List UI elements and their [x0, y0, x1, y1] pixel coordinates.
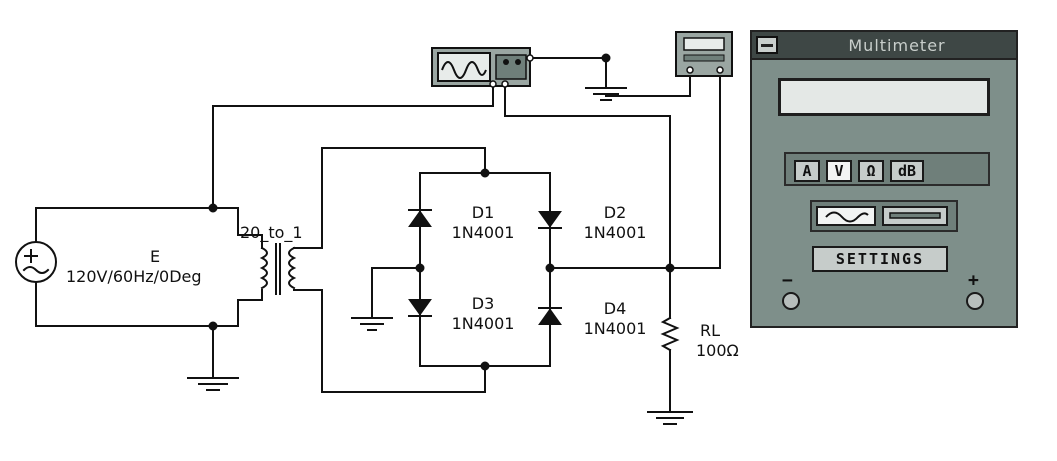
multimeter-icon[interactable] — [675, 31, 733, 77]
transformer-symbol[interactable] — [259, 243, 297, 295]
diode-d4-part: 1N4001 — [583, 319, 647, 338]
sine-wave-icon — [825, 211, 869, 223]
plus-terminal[interactable] — [966, 292, 984, 310]
diode-d2-symbol[interactable] — [538, 211, 562, 229]
settings-button[interactable]: SETTINGS — [812, 246, 948, 272]
wire-scope-a — [212, 83, 494, 209]
diode-d4-symbol[interactable] — [538, 307, 562, 325]
dc-line-icon — [889, 212, 941, 219]
wire-source-top — [35, 207, 214, 243]
ground-symbol-source — [187, 377, 239, 391]
resistor-symbol[interactable] — [660, 316, 680, 352]
diode-d4-ref: D4 — [603, 299, 627, 318]
minus-terminal-label: − — [782, 270, 793, 291]
multimeter-titlebar[interactable]: Multimeter — [752, 32, 1016, 60]
multimeter-title: Multimeter — [848, 36, 946, 55]
resistor-value: 100Ω — [696, 341, 739, 360]
function-volt-button[interactable]: V — [826, 160, 852, 182]
diode-d2-ref: D2 — [603, 203, 627, 222]
function-db-button[interactable]: dB — [890, 160, 924, 182]
ac-source-symbol[interactable] — [15, 241, 57, 283]
diode-d3-symbol[interactable] — [408, 299, 432, 317]
oscilloscope-icon[interactable] — [431, 47, 534, 88]
ground-symbol-scope — [585, 87, 627, 101]
diode-d1-ref: D1 — [471, 203, 495, 222]
ac-dc-selector — [810, 200, 958, 232]
diode-d2-part: 1N4001 — [583, 223, 647, 242]
diode-d3-ref: D3 — [471, 294, 495, 313]
function-ohm-button[interactable]: Ω — [858, 160, 884, 182]
system-menu-icon[interactable] — [756, 36, 778, 54]
wire-meter-lead — [669, 75, 721, 269]
diode-d1-symbol[interactable] — [408, 209, 432, 227]
minus-terminal[interactable] — [782, 292, 800, 310]
source-name-label: E — [149, 247, 161, 266]
source-spec-label: 120V/60Hz/0Deg — [66, 267, 202, 286]
ac-mode-button[interactable] — [816, 206, 876, 226]
diode-d1-part: 1N4001 — [451, 223, 515, 242]
function-selector: A V Ω dB — [784, 152, 990, 186]
ground-symbol-load — [647, 411, 693, 425]
diode-d3-part: 1N4001 — [451, 314, 515, 333]
multimeter-window[interactable]: Multimeter A V Ω dB SETTINGS − + — [750, 30, 1018, 328]
resistor-ref: RL — [700, 321, 721, 340]
function-ampere-button[interactable]: A — [794, 160, 820, 182]
ground-symbol-bridge — [351, 317, 393, 331]
wire-scope-b — [504, 83, 671, 269]
transformer-label: 20_to_1 — [240, 223, 303, 242]
dc-mode-button[interactable] — [882, 206, 948, 226]
multimeter-display — [778, 78, 990, 116]
wire-source-bottom — [35, 281, 214, 327]
plus-terminal-label: + — [968, 270, 979, 291]
